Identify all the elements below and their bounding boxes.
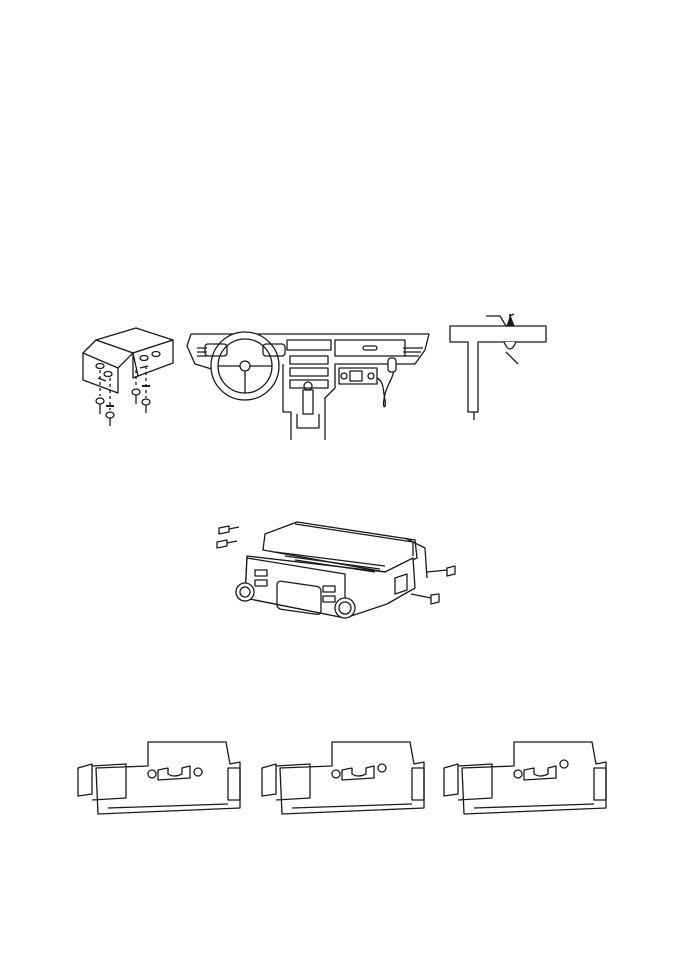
bracket-side-view-figure	[448, 312, 558, 422]
mounting-bracket-with-screws-icon	[83, 328, 173, 426]
angle-adjustments-figure	[78, 738, 608, 820]
angle-position-1	[78, 742, 240, 814]
transceiver-bracket-assembly-figure	[215, 518, 465, 628]
mounting-bracket-figure	[78, 318, 178, 428]
car-dashboard-with-transceiver-icon	[187, 332, 429, 440]
angle-position-3	[444, 742, 606, 814]
bracket-angle-positions-icon	[78, 742, 606, 814]
angle-position-2	[262, 742, 424, 814]
vehicle-dashboard-figure	[185, 328, 433, 440]
l-bracket-cross-section-icon	[450, 314, 546, 420]
transceiver-with-bracket-icon	[217, 522, 455, 618]
